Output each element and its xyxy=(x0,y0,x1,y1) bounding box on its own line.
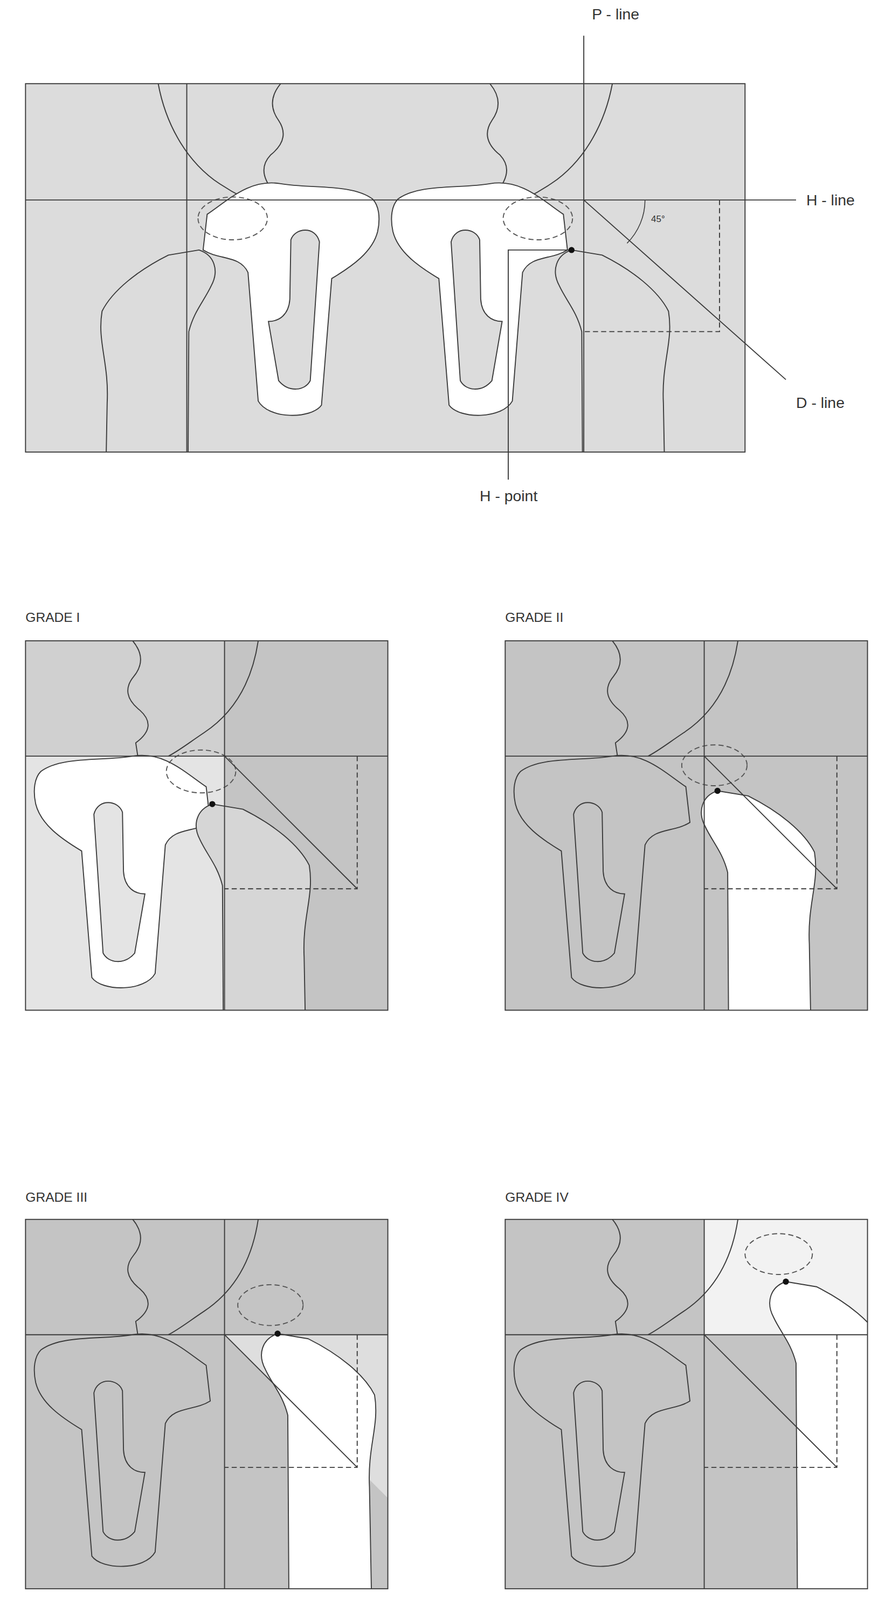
grade-panel xyxy=(505,640,868,1220)
angle-label: 45° xyxy=(651,214,666,225)
grade-title: GRADE II xyxy=(505,610,564,625)
grade-title: GRADE IV xyxy=(505,1190,569,1205)
line-label: P - line xyxy=(591,5,640,23)
grade-title: GRADE III xyxy=(25,1190,88,1205)
grade-panel xyxy=(25,1219,388,1600)
point-label: H - point xyxy=(479,487,538,505)
pelvis-overview xyxy=(25,35,797,679)
line-label: H - line xyxy=(806,191,855,209)
grade-title: GRADE I xyxy=(25,610,80,625)
line-label: D - line xyxy=(796,394,845,412)
grade-panel xyxy=(25,640,388,1233)
grade-panel xyxy=(505,1219,884,1600)
